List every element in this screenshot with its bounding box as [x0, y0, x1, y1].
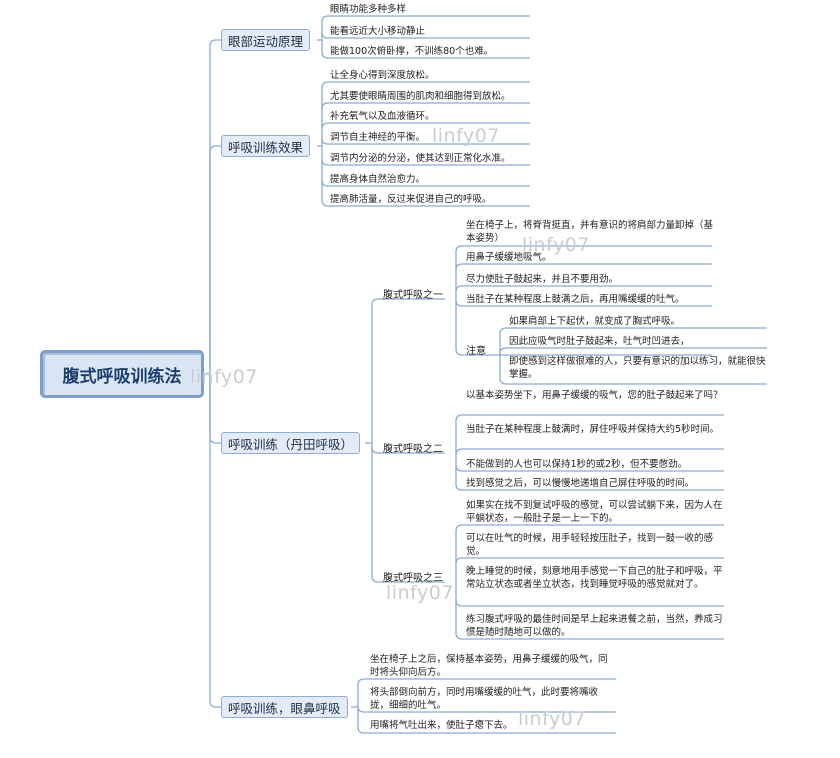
- watermark: linfy07: [386, 582, 454, 604]
- leaf-connector: [455, 245, 712, 253]
- leaf-connector: [455, 414, 724, 422]
- leaf-connector: [321, 51, 530, 59]
- leaf-2-1-3[interactable]: 找到感觉之后，可以慢慢地递增自己屏住呼吸的时间。: [466, 478, 695, 489]
- note-leaf-1[interactable]: 因此应吸气时肚子鼓起来，吐气时凹进去，: [509, 336, 690, 347]
- watermark: linfy07: [190, 366, 258, 388]
- leaf-2-0-1[interactable]: 用鼻子缓缓地吸气。: [466, 252, 552, 263]
- leaf-3-0[interactable]: 坐在椅子上之后，保持基本姿势，用鼻子缓缓的吸气，同时将头仰向后方。: [370, 654, 608, 678]
- note-leaf-2[interactable]: 即使感到这样做很难的人，只要有意识的加以练习，就能很快掌握。: [509, 356, 766, 380]
- leaf-2-1-1[interactable]: 当肚子在某种程度上鼓满时，屏住呼吸并保持大约5秒时间。: [466, 424, 720, 435]
- leaf-2-0-0[interactable]: 坐在椅子上，将脊背挺直，并有意识的将肩部力量卸掉（基本姿势）: [466, 220, 714, 244]
- leaf-connector: [455, 285, 712, 293]
- leaf-1-3[interactable]: 调节自主神经的平衡。: [330, 132, 426, 143]
- leaf-1-2[interactable]: 补充氧气以及血液循环。: [330, 111, 435, 122]
- leaf-connector: [357, 705, 616, 713]
- leaf-connector: [499, 327, 767, 335]
- leaf-connector: [357, 678, 616, 686]
- note-leaf-0[interactable]: 如果肩部上下起伏，就变成了胸式呼吸。: [509, 316, 681, 327]
- leaf-1-0[interactable]: 让全身心得到深度放松。: [330, 70, 435, 81]
- sub-connector: [371, 298, 445, 306]
- leaf-connector: [321, 137, 530, 145]
- leaf-connector: [455, 348, 712, 356]
- leaf-0-1[interactable]: 能看远近大小移动静止: [330, 26, 426, 37]
- leaf-1-1[interactable]: 尤其要使眼睛周围的肌肉和细胞得到放松。: [330, 91, 511, 102]
- leaf-connector: [321, 15, 530, 23]
- branch-eye-nose-breathing[interactable]: 呼吸训练，眼鼻呼吸: [221, 696, 348, 718]
- leaf-connector: [321, 179, 530, 187]
- leaf-connector: [321, 122, 530, 130]
- leaf-connector: [455, 299, 712, 307]
- sub-abdominal-3[interactable]: 腹式呼吸之三: [383, 573, 443, 584]
- leaf-connector: [499, 377, 767, 385]
- leaf-0-2[interactable]: 能做100次俯卧撑，不训练80个也难。: [330, 46, 494, 57]
- leaf-2-2-1[interactable]: 可以在吐气的时候，用手轻轻按压肚子，找到一鼓一收的感觉。: [466, 533, 714, 557]
- leaf-1-4[interactable]: 调节内分泌的分泌，使其达到正常化水准。: [330, 153, 511, 164]
- leaf-connector: [321, 158, 530, 166]
- leaf-connector: [455, 483, 724, 491]
- leaf-2-2-0[interactable]: 如果实在找不到复试呼吸的感觉，可以尝试躺下来，因为人在平躺状态，一般肚子是一上一…: [466, 500, 723, 524]
- leaf-connector: [455, 557, 724, 565]
- leaf-connector: [455, 263, 712, 271]
- leaf-2-1-2[interactable]: 不能做到的人也可以保持1秒的或2秒，但不要憋劲。: [466, 459, 688, 470]
- leaf-0-0[interactable]: 眼睛功能多种多样: [330, 4, 407, 15]
- leaf-3-2[interactable]: 用嘴将气吐出来，使肚子瘪下去。: [370, 720, 513, 731]
- leaf-2-2-2[interactable]: 晚上睡觉的时候，刻意地用手感觉一下自己的肚子和呼吸，平常站立状态或者坐立状态，找…: [466, 566, 723, 590]
- watermark: linfy07: [522, 234, 590, 256]
- sub-abdominal-1[interactable]: 腹式呼吸之一: [383, 290, 443, 301]
- leaf-connector: [455, 464, 724, 472]
- leaf-connector: [455, 448, 724, 456]
- leaf-1-5[interactable]: 提高身体自然治愈力。: [330, 174, 426, 185]
- leaf-connector: [321, 81, 530, 89]
- leaf-connector: [321, 102, 530, 110]
- branch-breathing-effects[interactable]: 呼吸训练效果: [221, 135, 311, 157]
- sub-connector: [371, 575, 445, 583]
- leaf-3-1[interactable]: 将头部倒向前方，同时用嘴缓缓的吐气，此时要将嘴收拢，细细的吐气。: [370, 687, 599, 711]
- root-topic[interactable]: 腹式呼吸训练法: [40, 350, 204, 398]
- leaf-2-2-3[interactable]: 练习腹式呼吸的最佳时间是早上起来进餐之前，当然，养成习惯是随时随地可以做的。: [466, 614, 723, 638]
- leaf-connector: [321, 31, 530, 39]
- watermark: linfy07: [518, 708, 586, 730]
- watermark: linfy07: [432, 125, 500, 147]
- leaf-2-1-0[interactable]: 以基本姿势坐下，用鼻子缓缓的吸气，您的肚子鼓起来了吗？: [466, 390, 723, 401]
- root-connector: [209, 374, 221, 708]
- leaf-2-0-2[interactable]: 尽力使肚子鼓起来，并且不要用劲。: [466, 274, 619, 285]
- leaf-connector: [357, 726, 616, 734]
- leaf-connector: [455, 599, 724, 607]
- branch-dantian-breathing[interactable]: 呼吸训练（丹田呼吸）: [221, 432, 361, 454]
- leaf-2-0-3[interactable]: 当肚子在某种程度上鼓满之后，再用嘴缓缓的吐气。: [466, 294, 685, 305]
- leaf-connector: [455, 524, 724, 532]
- leaf-connector: [455, 632, 724, 640]
- root-connector: [209, 39, 221, 374]
- root-connector: [209, 145, 221, 374]
- sub-abdominal-2[interactable]: 腹式呼吸之二: [383, 444, 443, 455]
- leaf-connector: [321, 199, 530, 207]
- branch-eye-movement[interactable]: 眼部运动原理: [221, 29, 311, 51]
- sub-connector: [371, 446, 445, 454]
- note-attention[interactable]: 注意: [466, 346, 486, 357]
- leaf-connector: [499, 347, 767, 355]
- leaf-1-6[interactable]: 提高肺活量，反过来促进自己的呼吸。: [330, 194, 492, 205]
